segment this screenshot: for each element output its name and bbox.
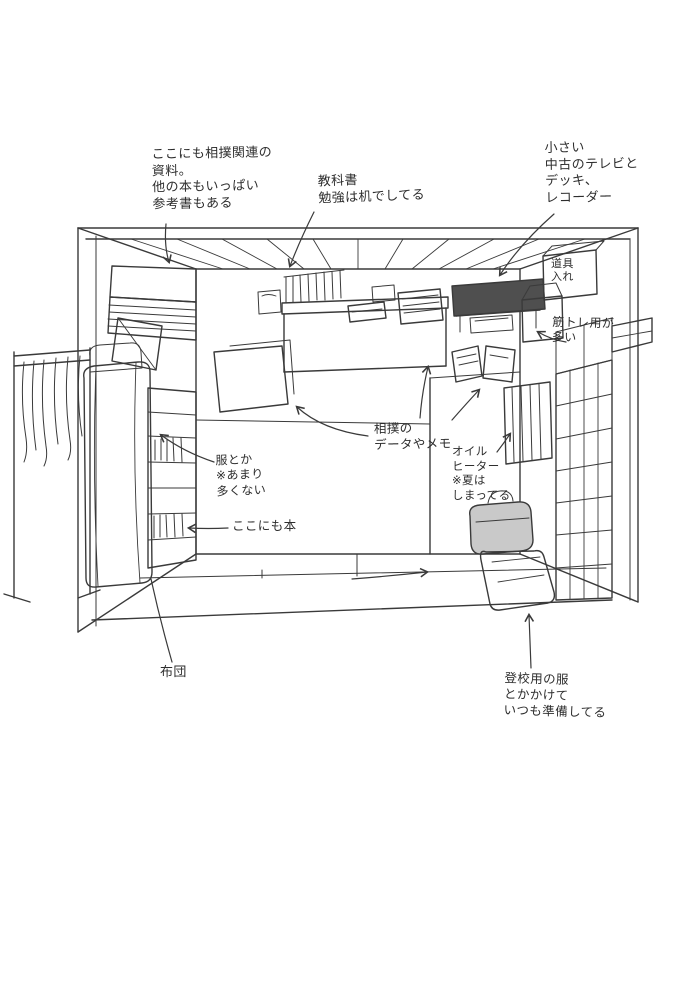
note-school-clothes: 登校用の服 とかかけて いつも準備してる bbox=[503, 670, 607, 720]
wall-lines bbox=[195, 371, 521, 555]
note-tv: 小さい 中古のテレビと デッキ、 レコーダー bbox=[544, 140, 639, 206]
tilted-poster bbox=[213, 339, 295, 413]
note-textbook: 教科書 勉強は机でしてる bbox=[317, 173, 426, 207]
open-flap-box bbox=[521, 282, 564, 343]
note-books-here: ここにも本 bbox=[232, 518, 297, 533]
shoji-screen bbox=[555, 317, 613, 601]
clothes-rack bbox=[3, 347, 101, 603]
left-bookshelf bbox=[147, 387, 197, 569]
note-clothes: 服とか ※あまり 多くない bbox=[215, 452, 267, 499]
room-frame bbox=[77, 227, 639, 633]
annotation-arrows bbox=[150, 211, 567, 669]
ceiling-boards bbox=[130, 238, 586, 270]
tv-and-deck bbox=[451, 278, 546, 334]
note-heater: オイル ヒーター ※夏は しまってる bbox=[452, 444, 511, 503]
note-shelf-books: ここにも相撲関連の 資料。 他の本もいっぱい 参考書もある bbox=[151, 145, 273, 213]
sumo-data-books bbox=[451, 345, 516, 383]
tatami-floor bbox=[139, 553, 607, 579]
floor-bag bbox=[469, 490, 556, 611]
note-training: 筋トレ用が 多い bbox=[551, 314, 615, 345]
tool-box bbox=[542, 240, 605, 301]
label-tool-box: 道具 入れ bbox=[551, 257, 574, 283]
futon bbox=[83, 342, 153, 588]
desk bbox=[257, 269, 449, 373]
label-futon: 布団 bbox=[160, 665, 187, 680]
left-wall-cabinet bbox=[107, 265, 197, 371]
oil-heater bbox=[503, 381, 553, 465]
